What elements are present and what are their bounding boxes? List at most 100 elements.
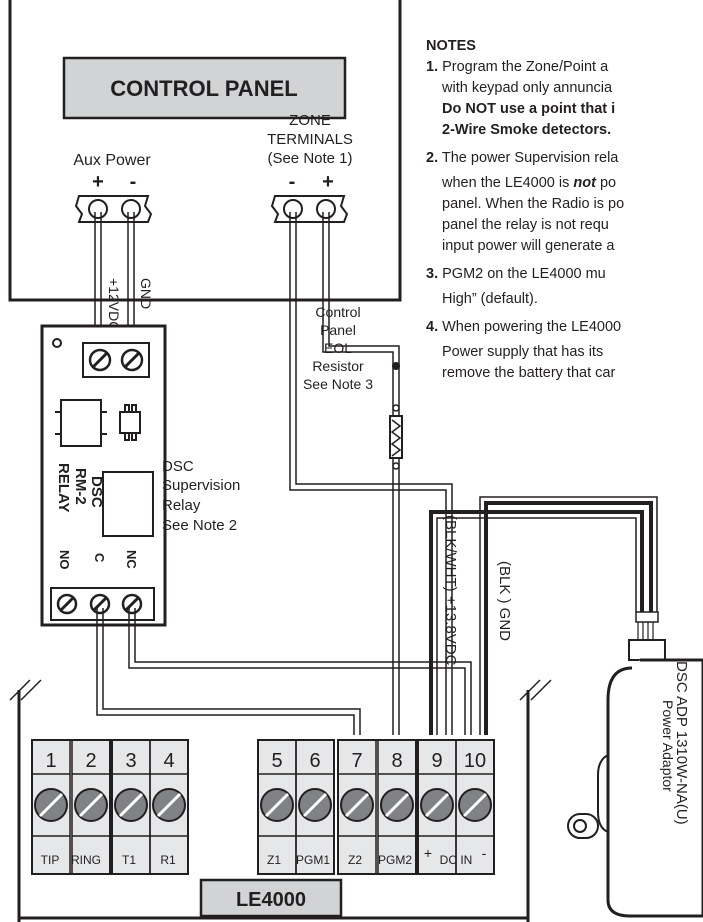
terminal-number: 9 (431, 750, 442, 772)
adaptor-cable-inner (436, 496, 658, 735)
terminal-number: 1 (45, 750, 56, 772)
terminal-screw-slot (264, 792, 290, 818)
note-2-line-d: panel the relay is not requ (442, 217, 609, 233)
wire-12vdc-label: +12VDC (106, 278, 122, 331)
aux-power-label: Aux Power (73, 152, 151, 169)
terminal-cell (31, 739, 71, 875)
terminal-cell (149, 739, 189, 875)
note-3-line-a: PGM2 on the LE4000 mu (438, 266, 606, 282)
relay-screw-c (89, 593, 111, 615)
note-2-line-a: The power Supervision rela (438, 150, 619, 166)
le4000-label-tip: TIP (41, 853, 60, 867)
note-2-line-b3: po (595, 175, 617, 191)
note-2-line-b1: when the LE4000 is (442, 175, 574, 191)
note-1-line-a: Program the Zone/Point a (438, 59, 609, 75)
terminal-number: 7 (351, 750, 362, 772)
eol-label-1: Control (315, 304, 360, 320)
zone-wires (289, 212, 453, 735)
relay-component (55, 399, 154, 537)
note-3: 3. PGM2 on the LE4000 mu (426, 264, 703, 285)
note-4-line-b: Power supply that has its (442, 344, 604, 360)
relay-screw-nc (121, 593, 143, 615)
le4000-label-t1: T1 (122, 853, 136, 867)
control-panel-title: CONTROL PANEL (110, 76, 297, 101)
relay-name-3: RELAY (55, 463, 72, 512)
note-1-line-c: Do NOT use a point that i (442, 101, 616, 117)
eol-label-3: EOL (324, 340, 352, 356)
note-1-line-d: 2-Wire Smoke detectors. (442, 122, 612, 138)
note-2-line-b2: not (573, 175, 596, 191)
relay-hole (52, 338, 62, 348)
le4000-label-plus: + (424, 845, 432, 861)
terminal-screw-slot (156, 792, 182, 818)
terminal-number: 2 (85, 750, 96, 772)
relay-screw-no (56, 593, 78, 615)
power-adaptor (567, 611, 703, 918)
le4000-label-pgm2: PGM2 (378, 853, 412, 867)
adaptor-cable (429, 501, 653, 735)
aux-minus: - (130, 171, 137, 193)
eol-label-5: See Note 3 (303, 376, 373, 392)
relay-desc-1: DSC (162, 458, 194, 475)
notes-title: NOTES (426, 38, 476, 54)
relay-desc-3: Relay (162, 497, 201, 514)
control-panel-box (8, 0, 402, 302)
note-3-number: 3. (426, 266, 439, 282)
aux-terminal-block (74, 195, 153, 223)
zone-label-3: (See Note 1) (267, 150, 352, 167)
terminal-cell (377, 739, 417, 875)
le4000-label-z2: Z2 (348, 853, 362, 867)
relay-top-screw-2 (120, 348, 144, 372)
le4000-label-r1: R1 (160, 853, 176, 867)
note-4: 4. When powering the LE4000 (426, 317, 703, 338)
le4000-name: LE4000 (236, 889, 306, 911)
eol-junction-dot (392, 362, 400, 370)
adaptor-label-1: DSC ADP 1310W-NA(U) (673, 661, 690, 825)
relay-c-label: C (92, 553, 107, 563)
zone-label-2: TERMINALS (267, 131, 353, 148)
relay-name-2: RM-2 (72, 468, 89, 505)
terminal-screw-slot (78, 792, 104, 818)
terminal-screw-slot (384, 792, 410, 818)
note-2-line-e: input power will generate a (442, 238, 615, 254)
note-1-number: 1. (426, 59, 439, 75)
adaptor-label-2: Power Adaptor (660, 700, 676, 792)
terminal-screw-slot (462, 792, 488, 818)
relay-desc-4: See Note 2 (162, 517, 237, 534)
terminal-number: 3 (125, 750, 136, 772)
terminal-cell (295, 739, 335, 875)
note-2: 2. The power Supervision rela (426, 148, 703, 169)
terminal-number: 8 (391, 750, 402, 772)
aux-plus: + (92, 171, 104, 193)
note-1-line-b: with keypad only annuncia (442, 80, 613, 96)
le4000-label-dcin: DC IN (440, 853, 473, 867)
terminal-screw-slot (424, 792, 450, 818)
eol-label-2: Panel (320, 322, 356, 338)
terminal-screw-slot (118, 792, 144, 818)
le4000-label-minus: - (482, 845, 487, 861)
note-1: 1. Program the Zone/Point a (426, 57, 703, 78)
zone-plus: + (322, 171, 334, 193)
terminal-cell (71, 739, 111, 875)
control-panel-title-box (62, 56, 347, 120)
note-2-line-c: panel. When the Radio is po (442, 196, 625, 212)
zone-minus: - (289, 171, 296, 193)
eol-resistor (389, 404, 403, 470)
wire-blkwht-label: (BLK/WHT) +13.8VDC (442, 515, 459, 666)
terminal-cell (337, 739, 377, 875)
notes-section: NOTES 1. Program the Zone/Point a with k… (426, 36, 703, 384)
note-2-line-b: when the LE4000 is not po (426, 173, 703, 194)
zone-label-1: ZONE (289, 112, 331, 129)
le4000-label-pgm1: PGM1 (296, 853, 330, 867)
terminal-screw-slot (344, 792, 370, 818)
eol-label-4: Resistor (312, 358, 364, 374)
terminal-number: 10 (464, 750, 486, 772)
relay-no-label: NO (57, 550, 72, 570)
note-3-line-b: High” (default). (442, 291, 538, 307)
relay-top-screw-1 (88, 348, 112, 372)
terminal-screw-slot (302, 792, 328, 818)
relay-name-1: DSC (88, 476, 105, 508)
le4000-label-z1: Z1 (267, 853, 281, 867)
relay-output-wires (96, 608, 472, 735)
